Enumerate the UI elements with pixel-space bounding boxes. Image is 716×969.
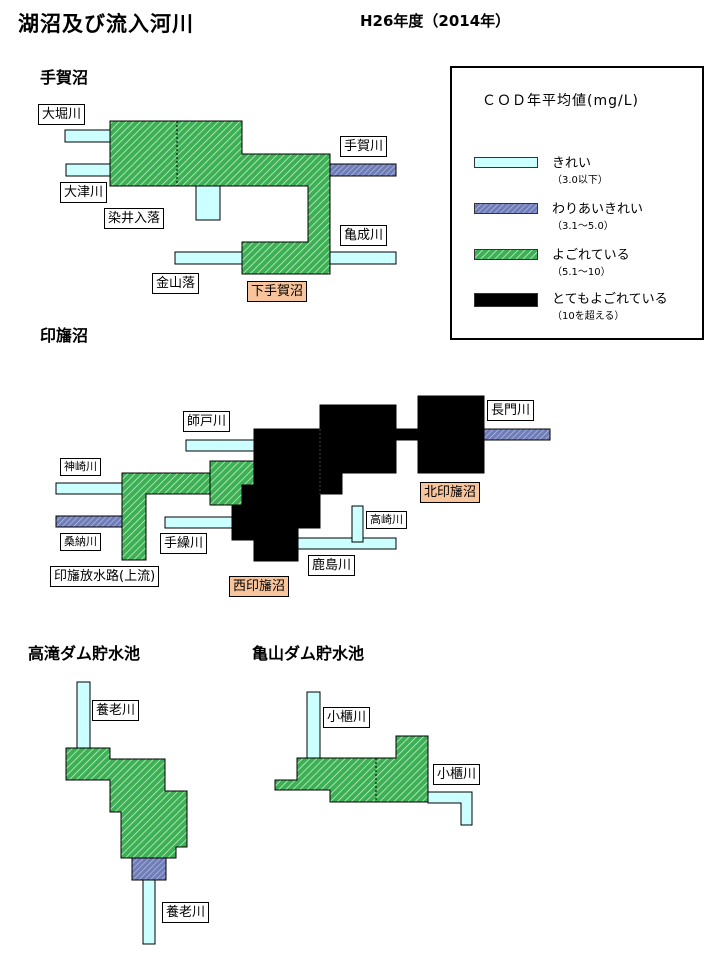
kanayama-channel	[174, 251, 244, 265]
label-otsu-river: 大津川	[60, 182, 108, 203]
section-title-inbanuma: 印旛沼	[40, 326, 89, 345]
label-yoro-river-downstream: 養老川	[162, 902, 210, 923]
label-kashima-river: 鹿島川	[308, 555, 356, 576]
nagato-river	[483, 428, 551, 441]
takasaki-river	[351, 505, 364, 543]
label-tekuri-river: 手繰川	[160, 533, 208, 554]
legend-label-dirty: よごれている	[552, 248, 630, 263]
kameyama-group	[274, 691, 473, 826]
label-kanzaki-river: 神崎川	[60, 458, 101, 476]
obitsu-river-inflow	[306, 691, 321, 759]
label-ohori-river: 大堀川	[38, 104, 86, 125]
otsu-river	[65, 163, 112, 177]
label-kita-inbanuma: 北印旛沼	[420, 482, 481, 503]
page-title: 湖沼及び流入河川	[18, 12, 194, 36]
label-obitsu-river-inflow: 小櫃川	[323, 707, 371, 728]
kanzaki-river	[55, 482, 123, 495]
legend-label-somewhat-clean: わりあいきれい	[552, 202, 644, 217]
takataki-group	[65, 681, 188, 945]
kameyama-reservoir	[274, 735, 429, 803]
legend-swatch-very-dirty	[474, 293, 538, 307]
legend-range-dirty: （5.1～10）	[552, 267, 611, 278]
legend-title: ＣＯＤ年平均値(mg/L)	[482, 93, 639, 109]
inbanuma-lake	[253, 395, 485, 562]
somei-channel	[195, 185, 221, 221]
section-title-kameyama: 亀山ダム貯水池	[252, 644, 365, 663]
label-kuwano-river: 桑納川	[60, 533, 101, 551]
tekuri-river	[164, 516, 234, 529]
kuwano-river	[55, 515, 123, 528]
yoro-river-upstream	[76, 681, 91, 749]
legend-swatch-somewhat-clean	[474, 203, 538, 214]
legend-item-clean: きれい （3.0以下）	[474, 156, 702, 196]
kashima-river	[297, 537, 397, 550]
teganuma-lake	[109, 120, 331, 275]
legend-item-somewhat-clean: わりあいきれい （3.1～5.0）	[474, 202, 702, 242]
inbanuma-group	[55, 395, 551, 562]
label-kamenari-river: 亀成川	[340, 225, 388, 246]
label-nishi-inbanuma: 西印旛沼	[229, 576, 290, 597]
takataki-downstream-section	[131, 857, 167, 881]
legend-range-somewhat-clean: （3.1～5.0）	[552, 221, 614, 232]
label-nagato-river: 長門川	[487, 400, 535, 421]
label-yoro-river-upstream: 養老川	[92, 700, 140, 721]
legend-range-clean: （3.0以下）	[552, 175, 608, 186]
label-obitsu-river-outflow: 小櫃川	[433, 764, 481, 785]
section-title-teganuma: 手賀沼	[40, 68, 89, 87]
shido-river	[185, 439, 255, 452]
label-somei-channel: 染井入落	[104, 208, 165, 229]
label-shimo-teganuma: 下手賀沼	[247, 281, 308, 302]
label-takasaki-river: 高崎川	[366, 511, 407, 529]
label-shido-river: 師戸川	[183, 411, 231, 432]
label-tega-river: 手賀川	[340, 136, 388, 157]
legend-label-clean: きれい	[552, 156, 592, 171]
legend-item-very-dirty: とてもよごれている （10を超える）	[474, 292, 702, 332]
kamenari-river	[329, 251, 397, 265]
legend-label-very-dirty: とてもよごれている	[552, 292, 668, 307]
legend-swatch-clean	[474, 157, 538, 168]
ohori-river	[64, 129, 112, 143]
obitsu-river-outflow	[427, 791, 473, 826]
legend-range-very-dirty: （10を超える）	[552, 311, 625, 322]
legend-swatch-dirty	[474, 249, 538, 260]
fiscal-year: H26年度（2014年）	[360, 12, 511, 30]
section-title-takataki: 高滝ダム貯水池	[28, 644, 141, 663]
takataki-reservoir	[65, 747, 188, 859]
label-inba-floodway: 印旛放水路(上流)	[50, 566, 160, 587]
cod-legend: ＣＯＤ年平均値(mg/L) きれい （3.0以下） わりあいきれい （3.1～5…	[450, 66, 704, 340]
yoro-river-downstream	[142, 879, 156, 945]
label-kanayama-channel: 金山落	[152, 273, 200, 294]
legend-item-dirty: よごれている （5.1～10）	[474, 248, 702, 288]
tega-river	[329, 163, 397, 177]
teganuma-group	[64, 120, 397, 275]
